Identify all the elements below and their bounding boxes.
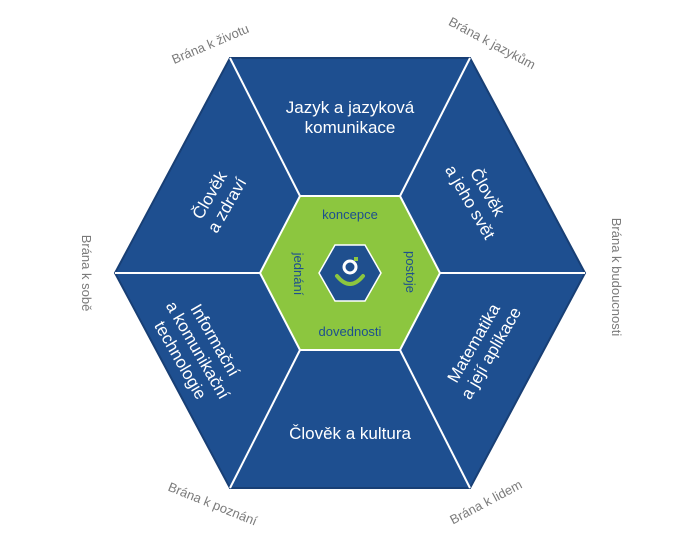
area-label-line: Člověk a kultura: [289, 424, 411, 443]
core-label-right: postoje: [403, 251, 418, 293]
person-icon: [335, 257, 365, 286]
sector-dividers: [115, 57, 585, 489]
area-label-line: komunikace: [305, 118, 396, 137]
area-label-kultura: Člověk a kultura: [289, 424, 411, 443]
gate-label-right: Brána k budoucnosti: [609, 218, 624, 337]
area-label-line: Jazyk a jazyková: [286, 98, 415, 117]
core-label-left: jednání: [291, 252, 306, 296]
core-label-top: koncepce: [322, 207, 378, 222]
logo: [318, 244, 382, 302]
gate-label-left: Brána k sobě: [79, 235, 94, 312]
core-label-bottom: dovednosti: [319, 324, 382, 339]
